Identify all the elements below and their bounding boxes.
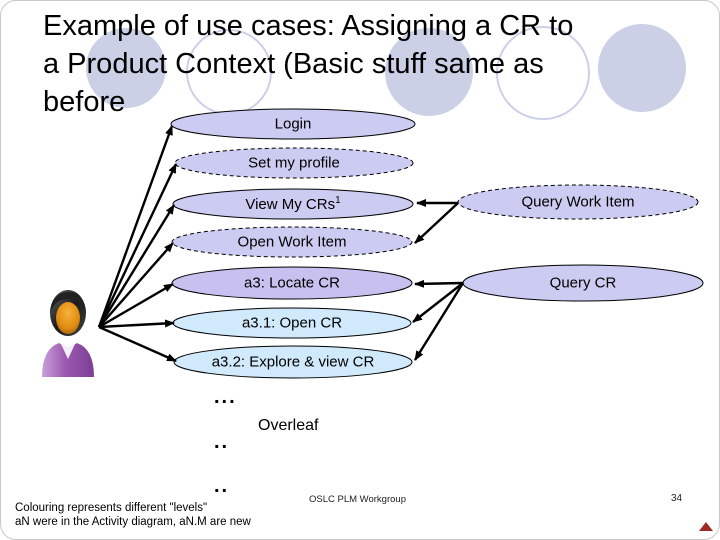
footer-workgroup: OSLC PLM Workgroup xyxy=(309,494,406,505)
arrow-actor-login xyxy=(97,125,174,328)
decor-circle xyxy=(86,28,166,108)
use-case-label-open-work-item: Open Work Item xyxy=(237,233,347,251)
slide-title-line3: before xyxy=(43,86,126,118)
arrow-actor-a3-2-explore xyxy=(98,325,177,363)
use-case-label-a3-1-open-cr: a3.1: Open CR xyxy=(241,314,343,332)
ellipse-login xyxy=(170,108,416,140)
continuation-dots-3: .. xyxy=(214,475,230,497)
arrow-query-work-item-open-work-item xyxy=(414,202,459,244)
arrow-query-cr-a3-locate xyxy=(414,279,464,288)
use-case-label-view-my-crs: View My CRs1 xyxy=(245,195,340,213)
arrow-actor-a3-locate-cr xyxy=(98,282,174,329)
decor-circle xyxy=(598,24,686,112)
slide-title-line1: Example of use cases: Assigning a CR to xyxy=(43,10,574,42)
use-case-label-query-cr: Query CR xyxy=(549,274,617,292)
slide-title-line2: a Product Context (Basic stuff same as xyxy=(43,48,544,80)
overleaf-label: Overleaf xyxy=(258,417,319,434)
use-case-label-query-work-item: Query Work Item xyxy=(521,193,635,211)
colour-legend-note-line1: Colouring represents different "levels" xyxy=(15,502,208,514)
ellipse-view-my-crs xyxy=(172,188,414,220)
ellipse-a3-locate-cr xyxy=(171,266,413,300)
arrow-actor-set-my-profile xyxy=(97,163,178,328)
ellipse-set-my-profile xyxy=(174,147,414,179)
use-case-label-login: Login xyxy=(274,115,312,133)
slide-title: Example of use cases: Assigning a CR to … xyxy=(43,7,703,121)
decor-circle xyxy=(385,28,473,116)
arrow-query-cr-a3-1-open xyxy=(412,282,464,323)
arrow-query-cr-a3-2-explore xyxy=(413,282,465,361)
ellipse-open-work-item xyxy=(171,226,413,258)
ellipse-a3-2-explore-view-cr xyxy=(173,345,413,379)
use-case-label-a3-2-explore-view-cr: a3.2: Explore & view CR xyxy=(211,353,375,371)
decor-circle xyxy=(496,26,590,120)
decor-circle xyxy=(186,29,272,115)
use-case-label-a3-locate-cr: a3: Locate CR xyxy=(244,274,340,292)
arrow-actor-open-work-item xyxy=(98,242,174,328)
user-actor-icon xyxy=(37,287,99,379)
continuation-dots-2: .. xyxy=(214,431,230,453)
use-case-label-set-my-profile: Set my profile xyxy=(248,154,340,172)
colour-legend-note-line2: aN were in the Activity diagram, aN.M ar… xyxy=(15,516,251,528)
continuation-dots-1: ... xyxy=(214,386,237,408)
nav-up-triangle-icon[interactable] xyxy=(699,522,713,531)
colour-legend-note: Colouring represents different "levels" … xyxy=(15,501,251,529)
use-case-label-view-my-crs-sup: 1 xyxy=(335,195,341,206)
arrow-actor-a3-1-open-cr xyxy=(98,319,175,329)
use-case-label-view-my-crs-text: View My CRs xyxy=(245,196,336,213)
arrow-actor-view-my-crs xyxy=(97,204,176,328)
page-number: 34 xyxy=(671,493,683,504)
